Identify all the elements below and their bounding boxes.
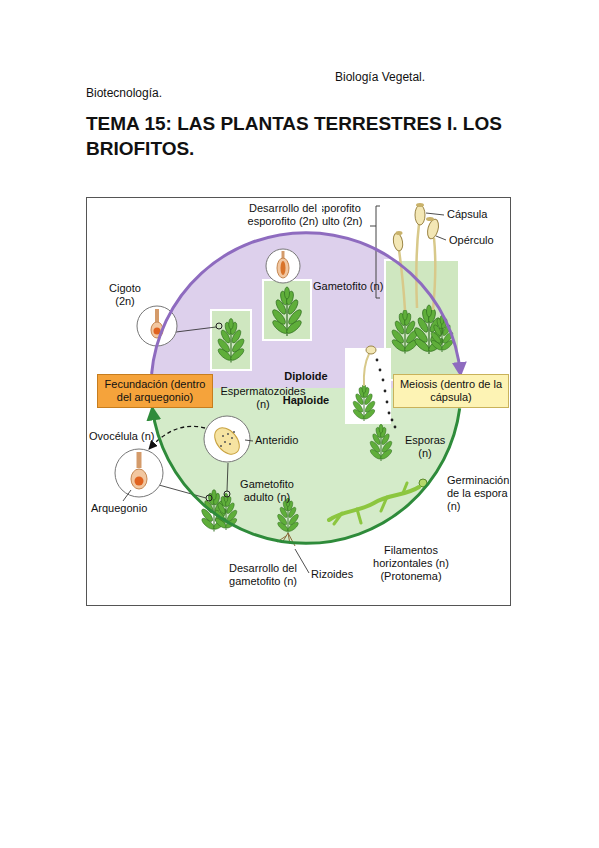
label-holder: Rizoides (311, 568, 353, 581)
label-holder: Esporas (n) (405, 434, 445, 460)
label-holder: Desarrollo del gametofito (n) (225, 562, 301, 588)
label-holder: Germinación de la espora (n) (447, 474, 511, 514)
part-label: Ovocélula (n) (89, 430, 154, 443)
part-label: Cápsula (447, 208, 487, 221)
header-text: Biotecnología. (86, 86, 162, 100)
header-text: Biología Vegetal. (335, 70, 425, 84)
page-title: TEMA 15: LAS PLANTAS TERRESTRES I. LOS B… (86, 112, 526, 161)
phase-region: Haploide (151, 388, 461, 543)
label-holder: Gametofito adulto (n) (239, 478, 295, 504)
process-box: Meiosis (dentro de la cápsula) (393, 374, 509, 408)
part-label: Rizoides (311, 568, 353, 581)
diagram-frame: DiploideHaploide (86, 197, 511, 606)
part-label: Desarrollo del gametofito (n) (225, 562, 301, 588)
cycle-arrow (152, 233, 461, 374)
part-label: Arquegonio (91, 502, 147, 515)
label-holder: Arquegonio (91, 502, 147, 515)
label-holder: Filamentos horizontales (n) (Protonema) (369, 544, 453, 584)
label-holder: Biotecnología. (86, 86, 162, 100)
label-holder: Desarrollo del esporofito (2n) (244, 202, 322, 228)
part-label: Germinación de la espora (n) (447, 474, 511, 514)
label-holder: Gametofito (n) (313, 280, 383, 293)
part-label: Gametofito (n) (313, 280, 383, 293)
label-holder: Ovocélula (n) (89, 430, 154, 443)
process-box: Fecundación (dentro del arquegonio) (97, 374, 213, 408)
title-holder: TEMA 15: LAS PLANTAS TERRESTRES I. LOS B… (86, 112, 526, 161)
region-shape (151, 388, 461, 543)
label-holder: Cigoto (2n) (103, 282, 147, 308)
part-label: Gametofito adulto (n) (239, 478, 295, 504)
part-label: Opérculo (449, 234, 494, 247)
cycle-arrow (152, 408, 459, 543)
label-holder: Biología Vegetal. (335, 70, 425, 84)
phase-label: Diploide (284, 370, 327, 382)
part-label: Esporas (n) (405, 434, 445, 460)
part-label: Filamentos horizontales (n) (Protonema) (369, 544, 453, 584)
label-holder: Anteridio (255, 434, 298, 447)
box-text: Meiosis (dentro de la cápsula) (399, 378, 503, 404)
part-label: Espermatozoides (n) (217, 385, 309, 411)
box-text: Fecundación (dentro del arquegonio) (103, 378, 207, 404)
part-label: Cigoto (2n) (103, 282, 147, 308)
label-holder: Espermatozoides (n) (217, 385, 309, 411)
part-label: Desarrollo del esporofito (2n) (244, 202, 322, 228)
label-holder: Opérculo (449, 234, 494, 247)
part-label: Anteridio (255, 434, 298, 447)
label-holder: Cápsula (447, 208, 487, 221)
